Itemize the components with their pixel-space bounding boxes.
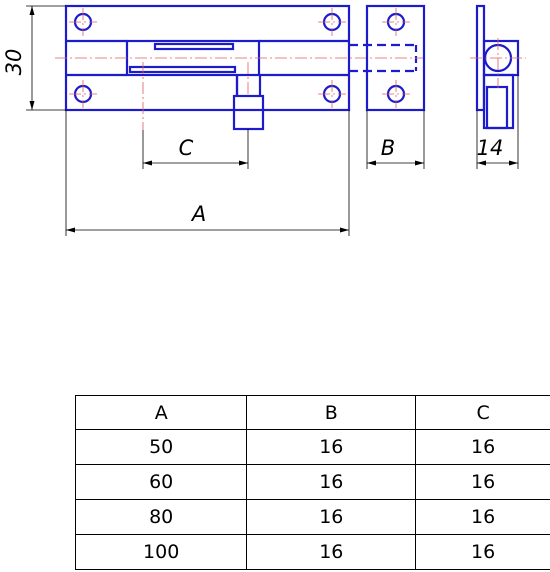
table-row: 60 16 16 [74,464,550,500]
strike-plate [365,4,426,112]
cell-b: 16 [246,499,417,535]
cell-a: 50 [74,429,248,465]
table-row: 100 16 16 [74,534,550,570]
cell-a: 80 [74,499,248,535]
cell-a: 100 [74,534,248,570]
dimensions-table: A B C 50 16 16 60 16 16 80 16 16 100 16 … [74,395,550,570]
dim-label-depth: 14 [477,136,504,160]
column-header-b: B [246,395,417,430]
dimension-c: C [142,129,249,169]
dimension-b: B [366,110,425,169]
dimension-height: 30 [2,5,66,111]
cell-b: 16 [246,464,417,500]
table-row: 80 16 16 [74,499,550,535]
cell-a: 60 [74,464,248,500]
dim-label-c: C [179,136,194,160]
end-view [470,4,526,130]
cell-b: 16 [246,429,417,465]
cell-c: 16 [415,464,550,500]
dim-label-b: B [381,136,395,160]
cell-c: 16 [415,534,550,570]
mounting-holes [69,8,346,108]
latch-technical-drawing: 30 C B 14 A [2,4,526,236]
table-header-row: A B C [74,395,550,430]
dim-label-a: A [190,202,206,226]
dimension-depth: 14 [476,75,519,169]
cell-b: 16 [246,534,417,570]
dimension-a: A [65,110,350,236]
cell-c: 16 [415,499,550,535]
bolt-handle [232,75,265,131]
column-header-a: A [74,395,248,430]
dim-label-height: 30 [2,49,26,76]
cell-c: 16 [415,429,550,465]
table-row: 50 16 16 [74,429,550,465]
column-header-c: C [415,395,550,430]
